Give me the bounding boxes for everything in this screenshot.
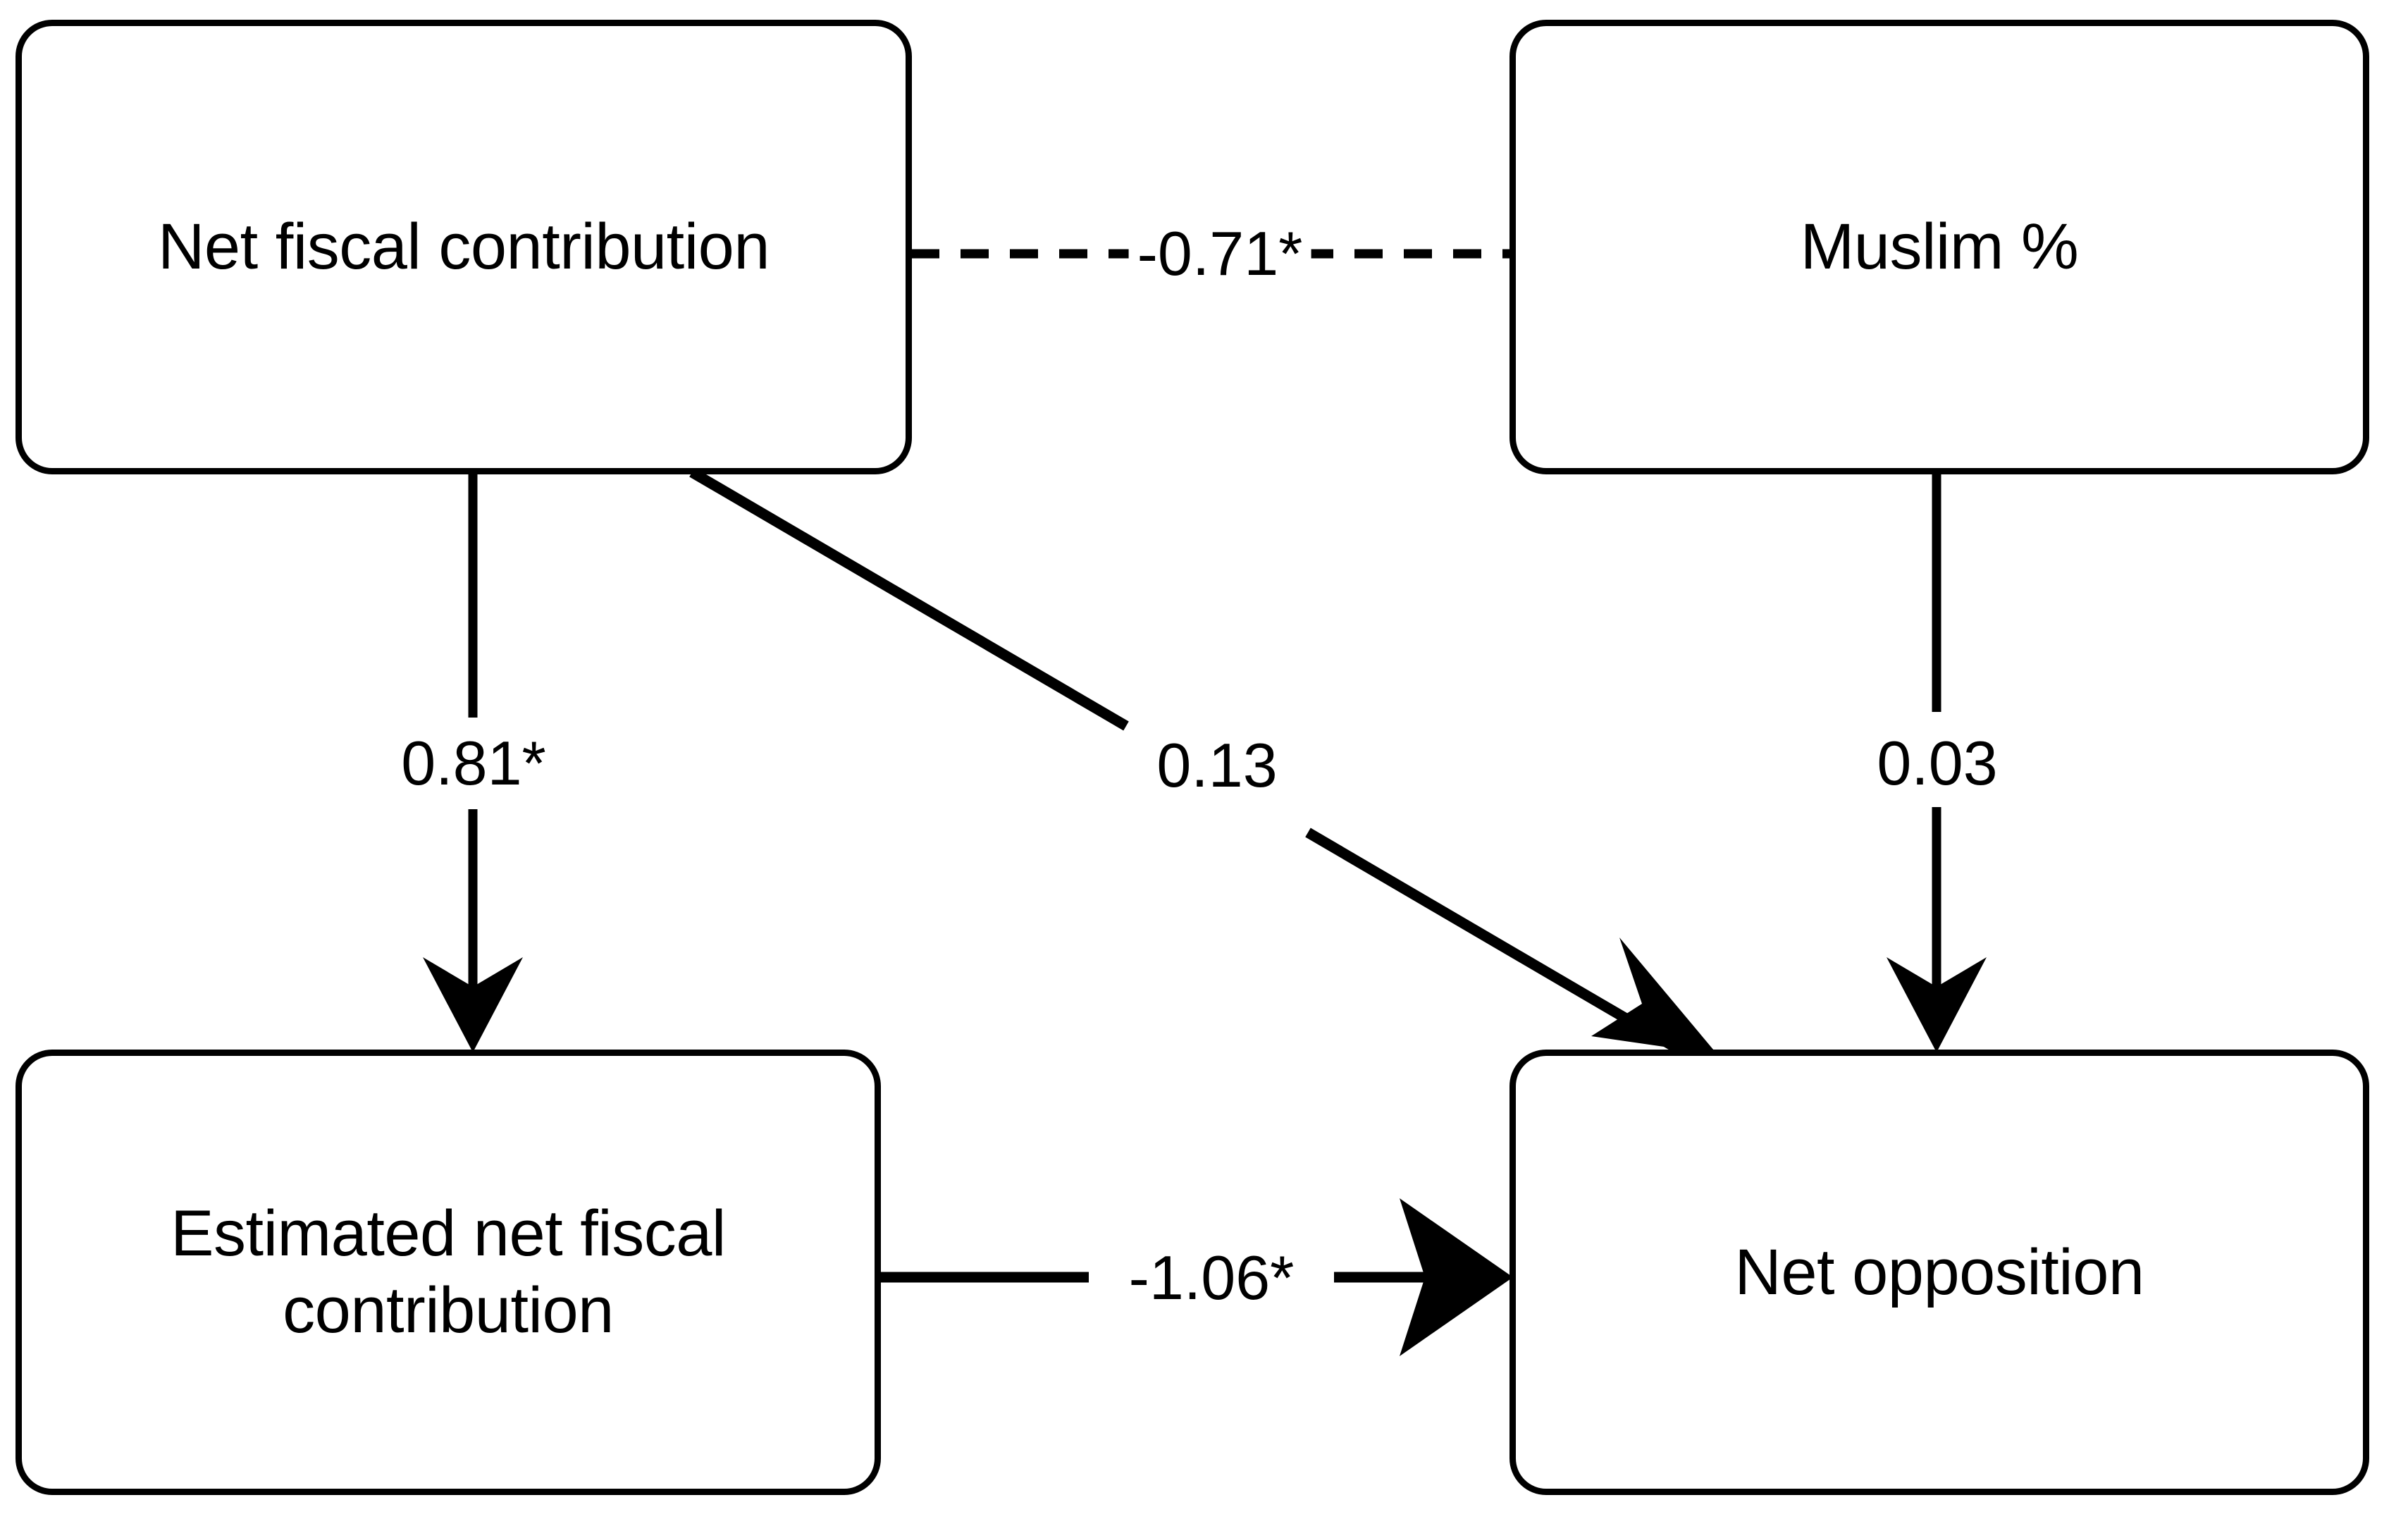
node-label-estimated-net-fiscal-contribution: Estimated net fiscal contribution <box>171 1198 726 1346</box>
edge-label-muslim-to-net-opposition: 0.03 <box>1868 728 2006 799</box>
node-net-fiscal-contribution[interactable]: Net fiscal contribution <box>16 20 912 474</box>
arrowhead-081 <box>423 957 523 1052</box>
arrowhead-106 <box>1400 1198 1513 1356</box>
edge-label-covariance-nfc-muslim: -0.71* <box>1128 219 1311 289</box>
edge-line-013-upper <box>689 467 1129 731</box>
node-muslim-percent[interactable]: Muslim % <box>1509 20 2369 474</box>
edge-muslim-to-net-opposition <box>1887 474 1987 1052</box>
edge-nfc-to-estimated <box>423 474 523 1052</box>
edge-nfc-to-net-opposition <box>689 467 1717 1061</box>
node-label-muslim-percent: Muslim % <box>1800 211 2079 283</box>
node-label-net-fiscal-contribution: Net fiscal contribution <box>157 211 770 283</box>
arrowhead-013 <box>1591 937 1717 1054</box>
edge-label-nfc-to-estimated: 0.81* <box>393 728 555 799</box>
arrowhead-003 <box>1887 957 1987 1052</box>
node-net-opposition[interactable]: Net opposition <box>1509 1050 2369 1495</box>
node-estimated-net-fiscal-contribution[interactable]: Estimated net fiscal contribution <box>16 1050 881 1495</box>
edge-label-estimated-to-net-opposition: -1.06* <box>1120 1243 1303 1313</box>
node-label-net-opposition: Net opposition <box>1734 1236 2144 1308</box>
edge-estimated-to-net-opposition <box>877 1198 1513 1356</box>
edge-label-nfc-to-net-opposition: 0.13 <box>1148 730 1286 801</box>
